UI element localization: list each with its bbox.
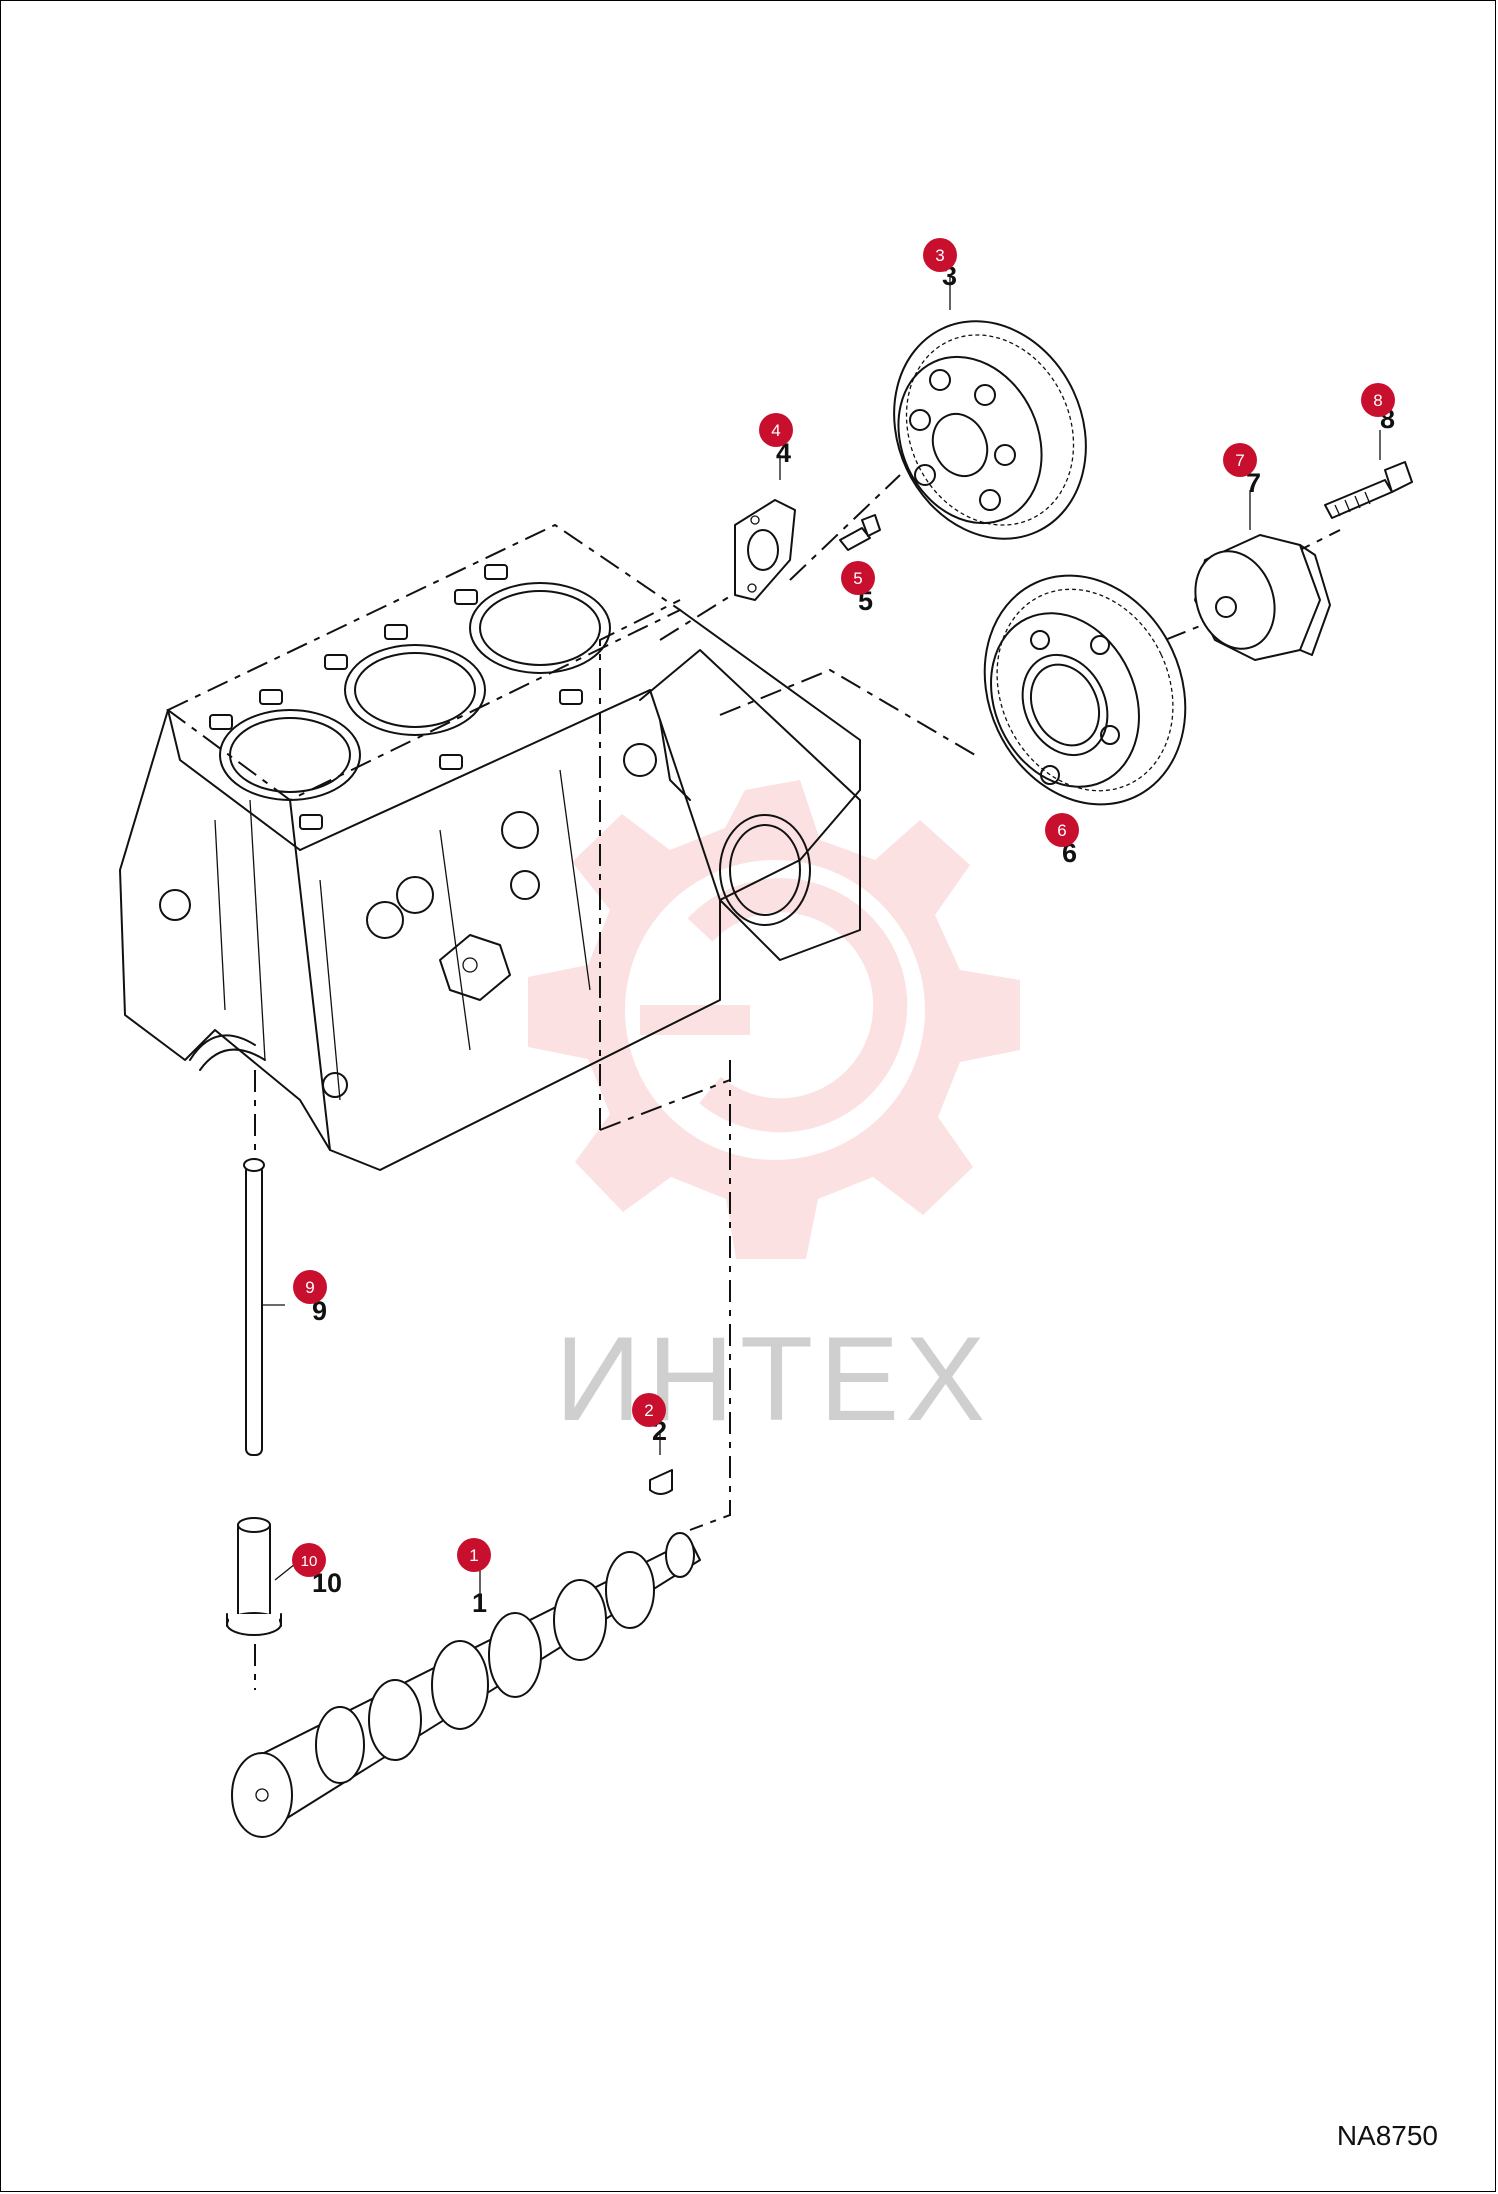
callout-8[interactable]: 8	[1361, 383, 1395, 417]
callout-number: 9	[305, 1278, 314, 1297]
ref-number-9: 9	[312, 1296, 327, 1326]
callout-badge	[457, 1538, 491, 1572]
camshaft-gear	[893, 320, 1087, 540]
callout-number: 8	[1373, 391, 1382, 410]
ref-number-7: 7	[1246, 468, 1261, 498]
camshaft	[231, 1532, 701, 1838]
callout-badge	[292, 1543, 326, 1577]
callout-number: 1	[469, 1546, 478, 1565]
callout-10[interactable]: 10	[292, 1543, 326, 1577]
push-rod	[243, 1158, 265, 1456]
callout-badge	[1361, 383, 1395, 417]
callout-1[interactable]: 1	[457, 1538, 491, 1572]
callout-5[interactable]: 5	[841, 561, 875, 595]
callout-badge	[293, 1270, 327, 1304]
cylinder-block	[119, 523, 861, 1171]
callout-number: 3	[935, 246, 944, 265]
bolt-small	[839, 514, 881, 551]
callout-3[interactable]: 3	[923, 238, 957, 272]
callout-badge	[923, 238, 957, 272]
callout-7[interactable]: 7	[1223, 443, 1257, 477]
callout-number: 7	[1235, 451, 1244, 470]
alignment-lines	[254, 474, 1341, 1690]
callout-number: 5	[853, 569, 862, 588]
callout-number: 10	[301, 1553, 318, 1570]
callout-badge	[841, 561, 875, 595]
callout-badge	[1223, 443, 1257, 477]
watermark-gear-logo	[528, 780, 1020, 1259]
watermark-text: ИНТЕХ	[555, 1312, 991, 1446]
ref-number-1: 1	[472, 1588, 487, 1618]
callout-number: 2	[644, 1401, 653, 1420]
callout-badge	[1045, 813, 1079, 847]
callout-badge	[759, 413, 793, 447]
callout-6[interactable]: 6	[1045, 813, 1079, 847]
callout-badge	[632, 1393, 666, 1427]
callout-4[interactable]: 4	[759, 413, 793, 447]
callout-number: 4	[771, 421, 780, 440]
figure-code: NA8750	[1336, 2120, 1438, 2151]
tappet	[226, 1517, 282, 1636]
callout-9[interactable]: 9	[293, 1270, 327, 1304]
callout-number: 6	[1057, 821, 1066, 840]
callout-2[interactable]: 2	[632, 1393, 666, 1427]
thrust-plate	[734, 499, 796, 601]
idler-gear	[983, 574, 1187, 806]
idler-shaft	[1194, 534, 1331, 661]
bolt-long	[1324, 461, 1413, 519]
woodruff-key	[649, 1469, 673, 1495]
